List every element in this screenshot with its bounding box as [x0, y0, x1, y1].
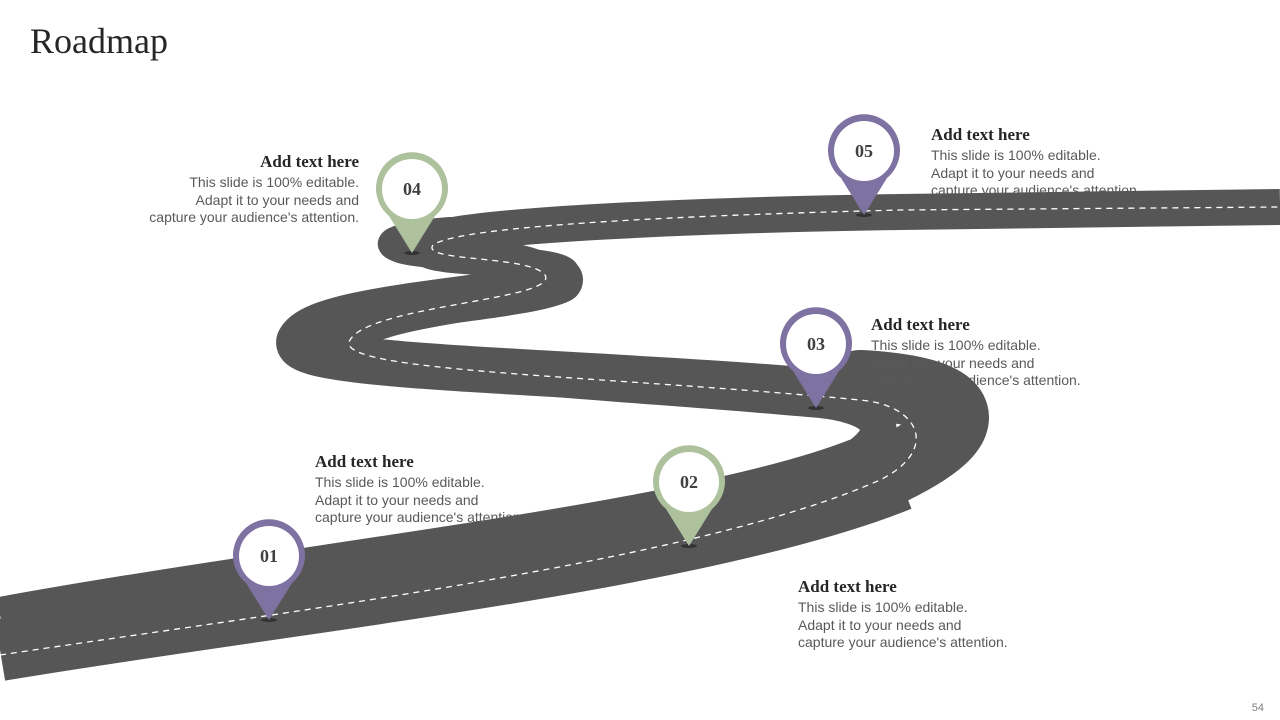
milestone-body: This slide is 100% editable. Adapt it to… — [871, 337, 1171, 390]
road-top — [438, 200, 1280, 239]
milestone-pin-03: 03 — [780, 307, 852, 410]
milestone-number: 05 — [855, 141, 873, 161]
milestone-pin-01: 01 — [233, 519, 306, 622]
page-number: 54 — [1251, 702, 1264, 714]
milestone-text-01: Add text here This slide is 100% editabl… — [315, 452, 615, 527]
body-line: capture your audience's attention. — [798, 634, 1008, 651]
milestone-number: 01 — [260, 546, 278, 566]
milestone-body: This slide is 100% editable. Adapt it to… — [59, 174, 359, 227]
milestone-body: This slide is 100% editable. Adapt it to… — [931, 147, 1231, 200]
road-middle — [276, 257, 883, 418]
milestone-body: This slide is 100% editable. Adapt it to… — [798, 599, 1098, 652]
milestone-text-05: Add text here This slide is 100% editabl… — [931, 125, 1231, 200]
milestone-heading: Add text here — [871, 315, 970, 334]
milestone-body: This slide is 100% editable. Adapt it to… — [315, 474, 615, 527]
milestone-pin-02: 02 — [653, 445, 725, 548]
body-line: Adapt it to your needs and — [195, 191, 359, 208]
milestone-pin-05: 05 — [828, 114, 900, 217]
body-line: This slide is 100% editable. — [931, 147, 1101, 164]
milestone-number: 03 — [807, 334, 825, 354]
road-bend — [825, 350, 989, 510]
road-edge — [0, 451, 912, 681]
body-line: capture your audience's attention. — [931, 182, 1141, 199]
road-center-dash — [0, 206, 1280, 656]
body-line: Adapt it to your needs and — [871, 354, 1035, 371]
milestone-number: 04 — [403, 179, 421, 199]
body-line: capture your audience's attention. — [871, 372, 1081, 389]
milestone-heading: Add text here — [931, 125, 1030, 144]
milestone-pin-04: 04 — [376, 152, 449, 255]
body-line: capture your audience's attention. — [149, 209, 359, 226]
body-line: capture your audience's attention. — [315, 509, 525, 526]
body-line: Adapt it to your needs and — [798, 616, 962, 633]
body-line: This slide is 100% editable. — [871, 337, 1041, 354]
milestone-text-02: Add text here This slide is 100% editabl… — [798, 577, 1098, 652]
milestone-number: 02 — [680, 472, 698, 492]
milestone-text-04: Add text here This slide is 100% editabl… — [59, 152, 359, 227]
milestone-heading: Add text here — [798, 577, 897, 596]
milestone-heading: Add text here — [315, 452, 414, 471]
body-line: This slide is 100% editable. — [798, 599, 968, 616]
body-line: This slide is 100% editable. — [315, 474, 485, 491]
body-line: Adapt it to your needs and — [931, 164, 1095, 181]
slide-title: Roadmap — [30, 21, 168, 61]
body-line: Adapt it to your needs and — [315, 491, 479, 508]
milestone-heading: Add text here — [260, 152, 359, 171]
body-line: This slide is 100% editable. — [189, 174, 359, 191]
milestone-text-03: Add text here This slide is 100% editabl… — [871, 315, 1171, 390]
